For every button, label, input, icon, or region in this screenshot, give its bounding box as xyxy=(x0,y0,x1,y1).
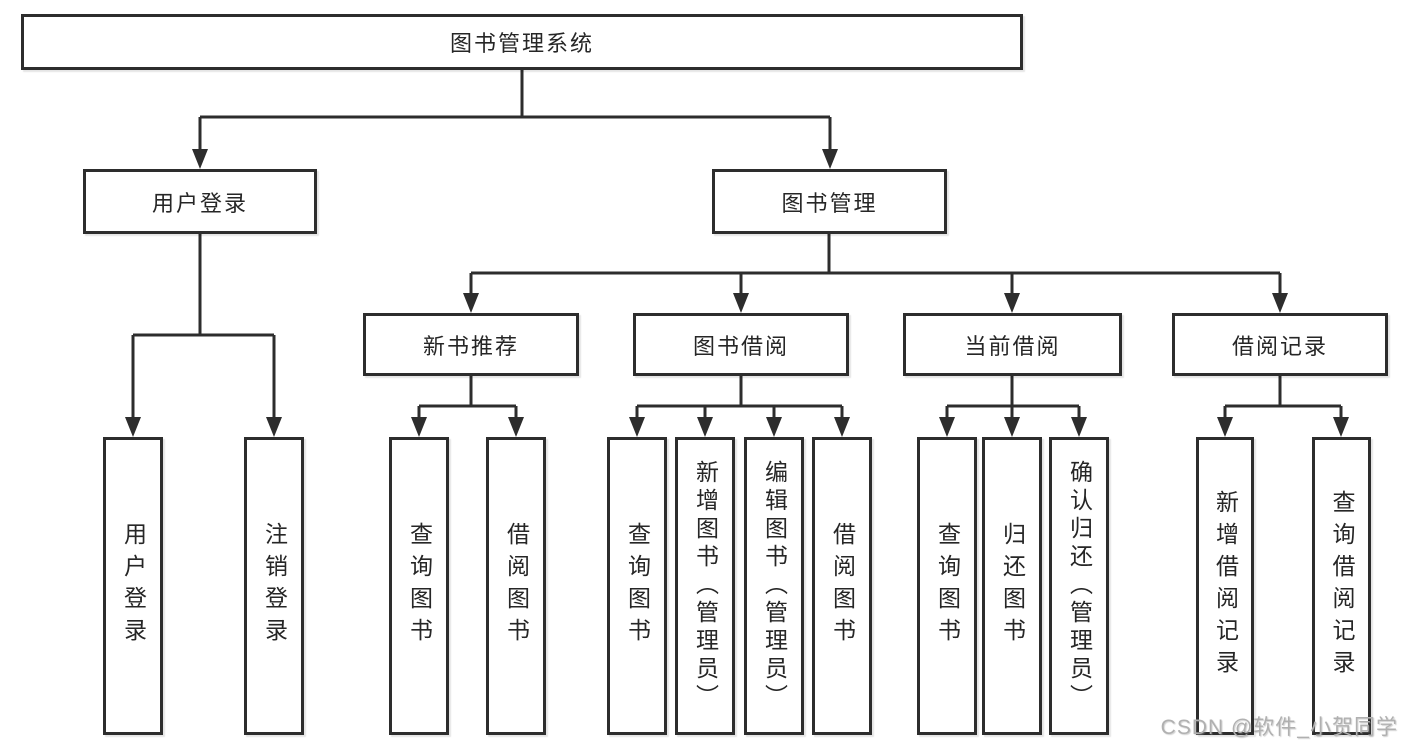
arrowhead xyxy=(411,417,427,437)
node-label: 查询借阅记录 xyxy=(1329,490,1355,682)
leaf-add-book-admin: 新增图书（管理员） xyxy=(675,437,735,735)
node-label: 新书推荐 xyxy=(422,333,519,359)
leaf-query-book-recommend: 查询图书 xyxy=(389,437,449,735)
leaf-add-borrow-record: 新增借阅记录 xyxy=(1196,437,1254,735)
leaf-confirm-return-admin: 确认归还（管理员） xyxy=(1049,437,1109,735)
leaf-user-login: 用户登录 xyxy=(103,437,163,735)
arrowhead xyxy=(1272,293,1288,313)
arrowhead xyxy=(697,417,713,437)
connector-line xyxy=(131,234,276,421)
arrowhead xyxy=(463,293,479,313)
node-label: 查询图书 xyxy=(624,522,651,650)
leaf-edit-book-admin: 编辑图书（管理员） xyxy=(744,437,804,735)
connector-user-login xyxy=(125,234,282,437)
node-current-borrow: 当前借阅 xyxy=(903,313,1122,376)
connector-root xyxy=(192,69,838,169)
node-label: 查询图书 xyxy=(934,522,961,650)
node-label: 当前借阅 xyxy=(964,333,1061,359)
arrowhead xyxy=(766,417,782,437)
arrowhead xyxy=(629,417,645,437)
arrowhead xyxy=(822,149,838,169)
node-label: 注销登录 xyxy=(261,522,288,650)
node-label: 归还图书 xyxy=(999,522,1026,650)
leaf-query-book-current: 查询图书 xyxy=(917,437,977,735)
node-label: 借阅图书 xyxy=(503,522,530,650)
arrowhead xyxy=(1333,417,1349,437)
node-label: 新增图书（管理员） xyxy=(692,460,719,712)
node-label: 图书管理 xyxy=(781,190,878,216)
node-label: 新增借阅记录 xyxy=(1212,490,1239,682)
leaf-return-book: 归还图书 xyxy=(982,437,1042,735)
node-label: 借阅图书 xyxy=(829,522,856,650)
node-label: 借阅记录 xyxy=(1231,333,1328,359)
leaf-query-borrow-record: 查询借阅记录 xyxy=(1312,437,1371,735)
connector-line xyxy=(417,376,518,421)
node-book-borrow: 图书借阅 xyxy=(633,313,849,376)
arrowhead xyxy=(1004,417,1020,437)
arrowhead xyxy=(834,417,850,437)
arrowhead xyxy=(939,417,955,437)
node-book-management: 图书管理 xyxy=(712,169,947,234)
connector-book-borrow xyxy=(629,376,850,437)
arrowhead xyxy=(733,293,749,313)
arrowhead xyxy=(508,417,524,437)
arrowhead xyxy=(1071,417,1087,437)
leaf-borrow-book-recommend: 借阅图书 xyxy=(486,437,546,735)
connector-borrow-record xyxy=(1217,376,1349,437)
leaf-logout: 注销登录 xyxy=(244,437,304,735)
arrowhead xyxy=(125,417,141,437)
connector-current-borrow xyxy=(939,376,1087,437)
node-library-system: 图书管理系统 xyxy=(21,14,1023,70)
leaf-borrow-book: 借阅图书 xyxy=(812,437,872,735)
node-label: 图书借阅 xyxy=(692,333,789,359)
connector-line xyxy=(198,69,832,153)
connector-line xyxy=(945,376,1081,421)
connector-line xyxy=(1223,376,1343,421)
leaf-query-book-borrow: 查询图书 xyxy=(607,437,667,735)
node-user-login: 用户登录 xyxy=(83,169,317,234)
node-label: 用户登录 xyxy=(151,190,248,216)
node-new-book-recommend: 新书推荐 xyxy=(363,313,579,376)
arrowhead xyxy=(266,417,282,437)
arrowhead xyxy=(1004,293,1020,313)
connector-new-book xyxy=(411,376,524,437)
watermark-text: CSDN @软件_小贺同学 xyxy=(1160,716,1398,739)
connector-book-management xyxy=(463,234,1288,313)
arrowhead xyxy=(1217,417,1233,437)
node-label: 编辑图书（管理员） xyxy=(761,460,788,712)
arrowhead xyxy=(192,149,208,169)
node-borrow-record: 借阅记录 xyxy=(1172,313,1388,376)
connector-line xyxy=(469,234,1282,297)
node-label: 图书管理系统 xyxy=(449,31,594,56)
connector-line xyxy=(635,376,844,421)
node-label: 查询图书 xyxy=(406,522,433,650)
node-label: 用户登录 xyxy=(120,522,147,650)
node-label: 确认归还（管理员） xyxy=(1066,460,1093,712)
